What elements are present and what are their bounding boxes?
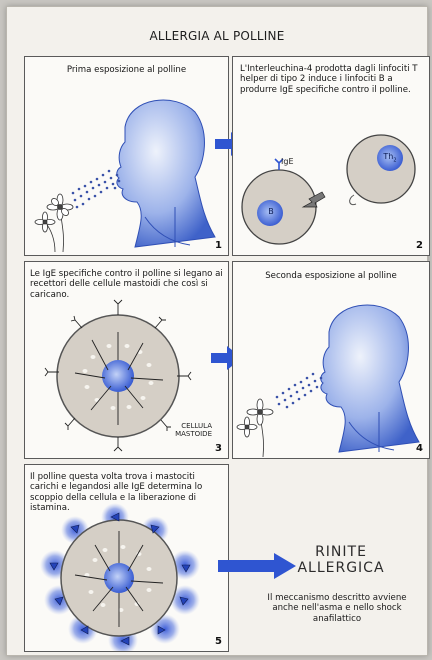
panel-3: Le IgE specifiche contro il polline si l…: [24, 261, 229, 459]
b-lymphocyte: [242, 159, 316, 244]
panel-4: Seconda esposizione al polline: [232, 261, 430, 459]
flower-icon: [35, 194, 73, 252]
flower-icon: [237, 399, 273, 457]
panel-1-number: 1: [215, 240, 222, 251]
panel-1-illustration: [25, 57, 228, 255]
panel-4-illustration: [233, 262, 429, 458]
illustration-page: ALLERGIA AL POLLINE Prima esposizione al…: [6, 6, 428, 656]
panel-2: L'Interleuchina-4 prodotta dagli linfoci…: [232, 56, 430, 256]
th2-lymphocyte: [347, 135, 415, 205]
panel-5-illustration: [25, 465, 228, 651]
panel-4-number: 4: [416, 443, 423, 454]
outcome-note: Il meccanismo descritto avviene anche ne…: [260, 593, 414, 624]
head-silhouette: [321, 305, 419, 452]
outcome-title-line2: ALLERGICA: [269, 560, 413, 576]
panel-2-illustration: [233, 57, 429, 255]
panel-5-number: 5: [215, 636, 222, 647]
b-cell-label: B: [265, 208, 277, 216]
panel-1: Prima esposizione al polline: [24, 56, 229, 256]
panel-3-number: 3: [215, 443, 222, 454]
pollen-cloud: [276, 373, 323, 409]
ige-label: IgE: [281, 158, 301, 166]
outcome-block: RINITE ALLERGICA: [269, 544, 413, 576]
page-title: ALLERGIA AL POLLINE: [7, 29, 427, 43]
th-cell-label: Th2: [383, 153, 397, 165]
outcome-title-line1: RINITE: [269, 544, 413, 560]
pollen-cloud: [72, 170, 121, 209]
panel-2-number: 2: [416, 240, 423, 251]
panel-5: Il polline questa volta trova i mastocit…: [24, 464, 229, 652]
head-silhouette: [117, 100, 215, 247]
